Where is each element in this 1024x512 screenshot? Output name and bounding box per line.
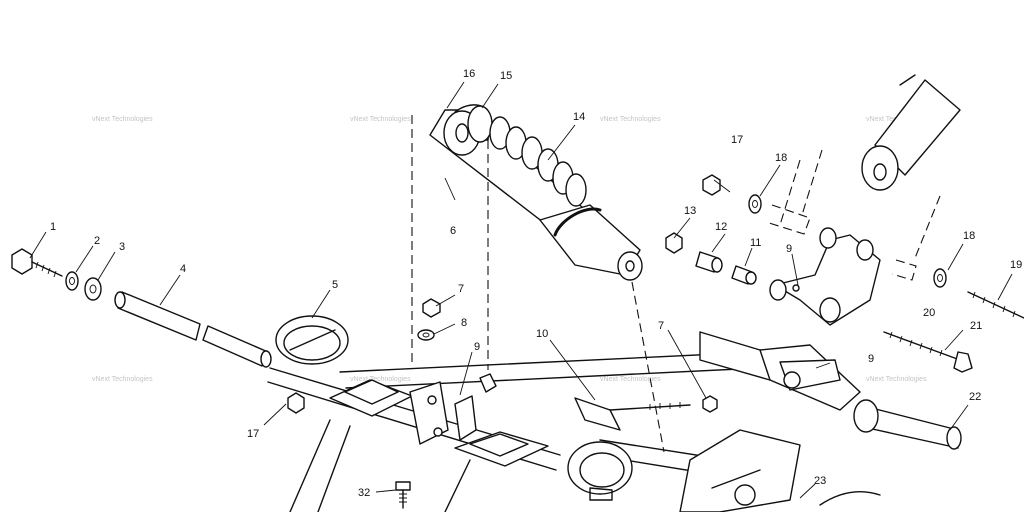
callout-4: 4 [180, 263, 186, 275]
callout-8: 8 [461, 317, 467, 329]
callout-23: 23 [814, 475, 826, 487]
callout-labels: 1 2 3 4 5 6 7 7 8 9 9 9 10 11 12 13 14 1… [50, 68, 1022, 499]
leader-lines [29, 81, 1013, 499]
watermark-6: vNext Technologies [350, 376, 411, 383]
callout-9-right: 9 [868, 353, 874, 365]
callout-17-upper: 17 [731, 134, 743, 146]
left-shaft-parts [11, 248, 272, 368]
callout-3: 3 [119, 241, 125, 253]
callout-15: 15 [500, 70, 512, 82]
nut-washer-set [417, 298, 441, 341]
callout-17-lower: 17 [247, 428, 259, 440]
callout-12: 12 [715, 221, 727, 233]
watermark-7: vNext Technologies [600, 376, 661, 383]
watermark-5: vNext Technologies [92, 376, 153, 383]
callout-2: 2 [94, 235, 100, 247]
shock-absorber [429, 104, 643, 281]
mount-brackets [275, 315, 633, 509]
callout-11: 11 [750, 237, 761, 249]
callout-7-center: 7 [458, 283, 464, 295]
callout-22: 22 [969, 391, 981, 403]
callout-5: 5 [332, 279, 338, 291]
callout-7-right: 7 [658, 320, 664, 332]
callout-1: 1 [50, 221, 56, 233]
watermark-2: vNext Technologies [350, 116, 411, 123]
callout-21: 21 [970, 320, 982, 332]
upper-right-hardware [665, 74, 1024, 373]
callout-20: 20 [923, 307, 935, 319]
callout-18-right: 18 [963, 230, 975, 242]
callout-19: 19 [1010, 259, 1022, 271]
watermark-1: vNext Technologies [92, 116, 153, 123]
callout-9-upper: 9 [786, 243, 792, 255]
callout-6: 6 [450, 225, 456, 237]
alignment-lines [411, 115, 941, 453]
callout-16: 16 [463, 68, 475, 80]
callout-9-center: 9 [474, 341, 480, 353]
watermark-8: vNext Technologies [866, 376, 927, 383]
watermark-3: vNext Technologies [600, 116, 661, 123]
callout-32: 32 [358, 487, 370, 499]
callout-18-upper: 18 [775, 152, 787, 164]
callout-10: 10 [536, 328, 548, 340]
callout-14: 14 [573, 111, 585, 123]
callout-13: 13 [684, 205, 696, 217]
